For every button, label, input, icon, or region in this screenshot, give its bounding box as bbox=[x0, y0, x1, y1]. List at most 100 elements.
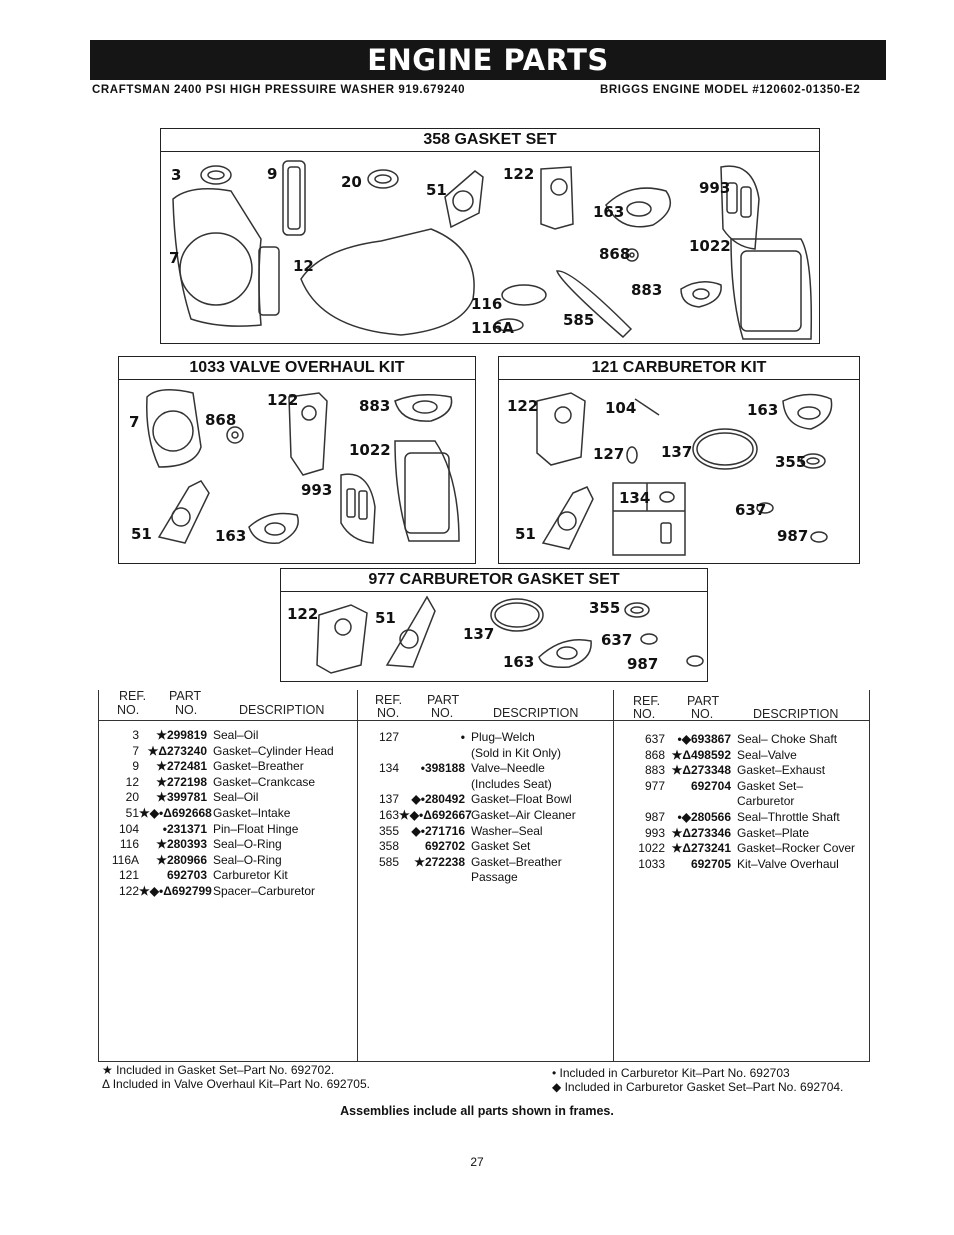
table-row: 585 ★272238 Gasket–Breather bbox=[357, 855, 562, 871]
part-no: 692702 bbox=[424, 839, 465, 854]
title-banner: ENGINE PARTS bbox=[90, 40, 886, 80]
part-no: ★◆•Δ692668 bbox=[139, 806, 212, 820]
part-no: ★Δ273348 bbox=[671, 763, 731, 778]
description: Gasket–Exhaust bbox=[737, 763, 826, 778]
col-header-part: PART bbox=[427, 693, 460, 707]
col-header-ref: REF. bbox=[633, 694, 661, 708]
description: Gasket–Breather bbox=[471, 854, 562, 869]
ref-no: 868 bbox=[644, 747, 665, 762]
part-no: ★280393 bbox=[156, 837, 207, 852]
ref-no: 3 bbox=[132, 728, 139, 742]
col-header-no: NO. bbox=[377, 706, 400, 720]
callout-637: 637 bbox=[601, 631, 633, 649]
part-no: •398188 bbox=[420, 761, 465, 776]
description: Gasket–Intake bbox=[213, 806, 291, 820]
callout-137: 137 bbox=[463, 625, 495, 643]
table-row: 122★◆•Δ692799Spacer–Carburetor bbox=[99, 884, 315, 900]
callout-987: 987 bbox=[627, 655, 659, 673]
callout-993: 993 bbox=[301, 481, 333, 499]
column-divider bbox=[357, 690, 358, 1061]
ref-no: 993 bbox=[644, 825, 665, 840]
part-no: ★◆•Δ692799 bbox=[139, 884, 212, 898]
ref-no: 987 bbox=[644, 810, 665, 824]
page-number: 27 bbox=[470, 1155, 484, 1169]
callout-163: 163 bbox=[593, 203, 625, 221]
valve-kit-illustration bbox=[146, 389, 460, 544]
col-header-no: NO. bbox=[633, 707, 656, 721]
ref-no: 585 bbox=[378, 854, 399, 869]
callout-163: 163 bbox=[747, 401, 779, 419]
callout-122: 122 bbox=[287, 605, 319, 623]
part-no: ★◆•Δ692667 bbox=[399, 808, 472, 822]
part-no: ★Δ498592 bbox=[671, 747, 731, 762]
description: Gasket–Plate bbox=[737, 825, 810, 840]
frame-title: 121 CARBURETOR KIT bbox=[499, 357, 859, 380]
ref-no: 137 bbox=[378, 792, 399, 807]
callout-9: 9 bbox=[267, 165, 278, 183]
part-no: • bbox=[460, 730, 465, 744]
callout-137: 137 bbox=[661, 443, 693, 461]
description: Gasket Set bbox=[471, 839, 531, 854]
ref-no: 358 bbox=[378, 839, 399, 854]
part-no: ★272198 bbox=[156, 774, 207, 789]
part-no: ★272238 bbox=[414, 854, 465, 869]
col-header-no: NO. bbox=[117, 703, 140, 717]
callout-122: 122 bbox=[503, 165, 535, 183]
col-header-part: PART bbox=[169, 689, 202, 703]
model-line: CRAFTSMAN 2400 PSI HIGH PRESSUIRE WASHER… bbox=[92, 84, 466, 96]
description: Seal–Throttle Shaft bbox=[737, 810, 840, 824]
ref-no: 12 bbox=[125, 774, 139, 789]
frame-carburetor-kit: 121 CARBURETOR KIT 122 104 163 127 137 3… bbox=[498, 356, 860, 564]
callout-116a: 116A bbox=[471, 319, 514, 337]
table-row: 127•Plug–Welch bbox=[357, 730, 535, 746]
frame-valve-overhaul-kit: 1033 VALVE OVERHAUL KIT 122 883 7 868 10… bbox=[118, 356, 476, 564]
col-header-part-no: NO. bbox=[431, 706, 454, 720]
callout-51: 51 bbox=[515, 525, 536, 543]
note-carburetor-kit: • Included in Carburetor Kit–Part No. 69… bbox=[552, 1066, 790, 1080]
callout-7: 7 bbox=[169, 249, 180, 267]
description-continued: (Includes Seat) bbox=[471, 776, 552, 791]
description: Gasket Set– bbox=[737, 778, 804, 793]
callout-12: 12 bbox=[293, 257, 314, 275]
callout-3: 3 bbox=[171, 166, 182, 184]
ref-no: 134 bbox=[378, 761, 399, 776]
ref-no: 104 bbox=[118, 821, 139, 836]
callout-987: 987 bbox=[777, 527, 809, 545]
callout-163: 163 bbox=[215, 527, 247, 545]
callout-637: 637 bbox=[735, 501, 767, 519]
description: Kit–Valve Overhaul bbox=[737, 856, 839, 871]
ref-no: 9 bbox=[132, 759, 139, 774]
table-row: 51★◆•Δ692668Gasket–Intake bbox=[99, 806, 291, 822]
callout-868: 868 bbox=[205, 411, 237, 429]
note-gasket-set: ★ Included in Gasket Set–Part No. 692702… bbox=[102, 1063, 335, 1077]
part-no: ★Δ273346 bbox=[671, 825, 731, 840]
description: Seal–O-Ring bbox=[213, 852, 282, 867]
carb-gasket-set-illustration bbox=[316, 595, 704, 674]
ref-no: 127 bbox=[378, 730, 399, 744]
table-row: 163★◆•Δ692667Gasket–Air Cleaner bbox=[357, 808, 576, 824]
col-header-part-no: NO. bbox=[175, 703, 198, 717]
header-rule bbox=[99, 720, 869, 721]
description-continued: Carburetor bbox=[737, 794, 795, 809]
description: Carburetor Kit bbox=[213, 868, 288, 883]
ref-no: 7 bbox=[132, 743, 139, 758]
description: Seal–Oil bbox=[213, 790, 259, 805]
ref-no: 977 bbox=[644, 778, 665, 793]
part-no: •231371 bbox=[162, 821, 207, 836]
description: Seal–O-Ring bbox=[213, 837, 282, 852]
assemblies-note: Assemblies include all parts shown in fr… bbox=[340, 1104, 614, 1118]
description-continued: Passage bbox=[471, 870, 518, 885]
gasket-set-illustration bbox=[172, 160, 813, 340]
callout-883: 883 bbox=[359, 397, 391, 415]
callout-122: 122 bbox=[507, 397, 539, 415]
frame-gasket-set: 358 GASKET SET 3 9 20 51 122 993 163 7 1… bbox=[160, 128, 820, 344]
callout-163: 163 bbox=[503, 653, 535, 671]
callout-868: 868 bbox=[599, 245, 631, 263]
